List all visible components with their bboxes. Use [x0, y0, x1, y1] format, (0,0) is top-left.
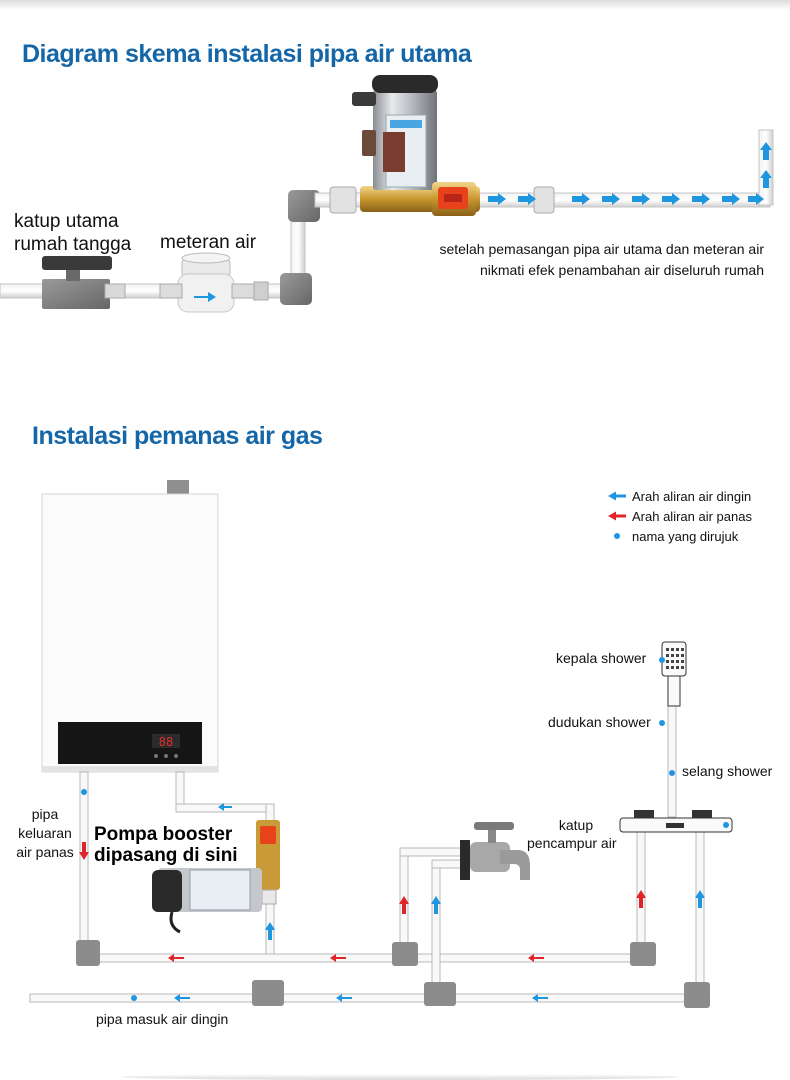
section1-title: Diagram skema instalasi pipa air utama [22, 40, 472, 68]
faucet [460, 822, 530, 880]
section2-title: Instalasi pemanas air gas [32, 422, 323, 450]
elbow-fitting [280, 273, 312, 305]
cold-flow-arrows [488, 142, 772, 205]
outlet-pipe [758, 129, 774, 206]
water-meter [159, 252, 269, 313]
shower-hose-label: selang shower [682, 763, 773, 779]
main-valve [42, 256, 126, 309]
gas-heater-diagram: 88 [29, 480, 733, 1008]
hot-outlet-label: pipa keluaran air panas [16, 806, 74, 860]
booster-pump-2 [152, 820, 280, 934]
shower-head-label: kepala shower [556, 650, 647, 666]
gas-water-heater: 88 [41, 480, 219, 773]
top-shadow [0, 0, 790, 10]
water-meter-label: meteran air [160, 232, 257, 253]
booster-pump [352, 75, 480, 216]
main-pipe-diagram [0, 75, 774, 313]
bottom-shadow [120, 1074, 680, 1080]
mixer-valve [619, 810, 733, 833]
shower-head [661, 641, 687, 707]
legend: Arah aliran air dingin Arah aliran air p… [608, 486, 752, 546]
red-arrow-icon [608, 511, 626, 521]
mixer-valve-label-2: pencampur air [527, 835, 617, 851]
elbow-fitting [288, 190, 320, 222]
legend-reference: nama yang dirujuk [608, 526, 752, 546]
shower-holder-label: dudukan shower [548, 714, 651, 730]
reference-dots [81, 657, 729, 1001]
blue-dot-icon [614, 533, 620, 539]
installation-note: setelah pemasangan pipa air utama dan me… [439, 241, 764, 278]
cold-flow-arrows-2 [174, 803, 705, 1002]
legend-cold: Arah aliran air dingin [608, 486, 752, 506]
legend-hot: Arah aliran air panas [608, 506, 752, 526]
cold-inlet-label: pipa masuk air dingin [96, 1011, 229, 1027]
mixer-valve-label: katup [558, 817, 594, 833]
main-valve-label: katup utama rumah tangga [14, 211, 132, 255]
booster-pump-label: Pompa booster dipasang di sini [94, 824, 238, 866]
heater-display: 88 [159, 735, 173, 749]
hot-flow-arrows [79, 842, 646, 962]
blue-arrow-icon [608, 491, 626, 501]
